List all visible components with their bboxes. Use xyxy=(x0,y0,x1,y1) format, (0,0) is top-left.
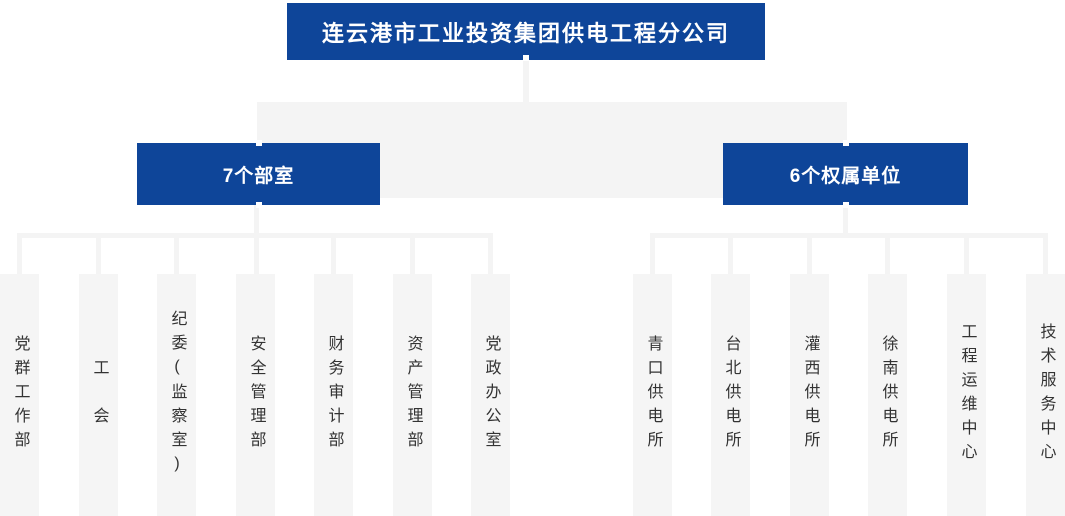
dept-node: 党群工作部 xyxy=(0,274,39,516)
group-node-units: 6个权属单位 xyxy=(723,143,968,205)
connector-root-vertical xyxy=(523,60,529,102)
unit-node: 台北供电所 xyxy=(711,274,750,516)
unit-node: 技术服务中心 xyxy=(1026,274,1065,516)
connector-right-vertical xyxy=(843,205,848,238)
notch-left-bottom xyxy=(256,202,262,208)
connector-left-horizontal xyxy=(17,233,493,238)
stub-dept-1 xyxy=(17,237,22,274)
notch-right-top xyxy=(843,140,849,146)
stub-unit-2 xyxy=(728,237,733,274)
stub-unit-4 xyxy=(885,237,890,274)
dept-node: 安全管理部 xyxy=(236,274,275,516)
dept-node: 财务审计部 xyxy=(314,274,353,516)
stub-dept-3 xyxy=(174,237,179,274)
stub-dept-7 xyxy=(488,237,493,274)
stub-unit-5 xyxy=(964,237,969,274)
connector-right-horizontal xyxy=(650,233,1048,238)
dept-node: 工 会 xyxy=(79,274,118,516)
dept-node: 资产管理部 xyxy=(393,274,432,516)
stub-dept-6 xyxy=(410,237,415,274)
unit-node: 青口供电所 xyxy=(633,274,672,516)
connector-left-vertical xyxy=(254,205,259,274)
stub-unit-1 xyxy=(650,237,655,274)
group-node-departments: 7个部室 xyxy=(137,143,380,205)
unit-node: 徐南供电所 xyxy=(868,274,907,516)
stub-dept-5 xyxy=(331,237,336,274)
notch-root-bottom xyxy=(523,55,529,61)
notch-right-bottom xyxy=(843,202,849,208)
unit-node: 工程运维中心 xyxy=(947,274,986,516)
stub-dept-2 xyxy=(96,237,101,274)
stub-unit-6 xyxy=(1043,237,1048,274)
stub-unit-3 xyxy=(807,237,812,274)
unit-node: 灌西供电所 xyxy=(790,274,829,516)
notch-left-top xyxy=(256,140,262,146)
dept-node: 党政办公室 xyxy=(471,274,510,516)
root-node: 连云港市工业投资集团供电工程分公司 xyxy=(287,3,765,60)
dept-node: 纪委(监察室) xyxy=(157,274,196,516)
